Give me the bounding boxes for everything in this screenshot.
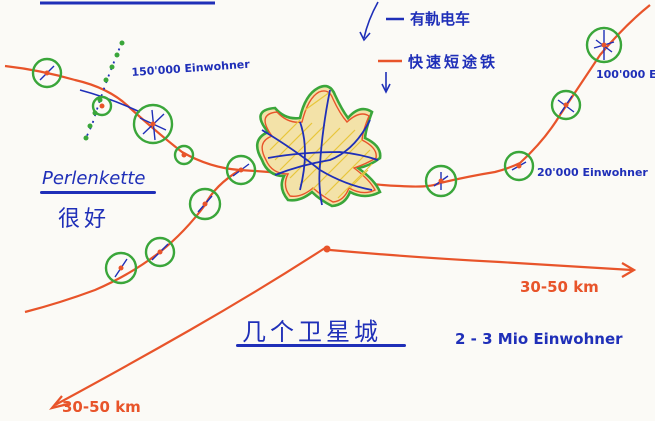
- label-satellite-cities: 几个卫星城: [242, 318, 382, 346]
- perlenkette-underline: [40, 191, 156, 194]
- distance-line-right: [329, 248, 633, 272]
- metropolis-outline: [255, 84, 382, 208]
- legend-arrowhead-2: [381, 83, 391, 94]
- metro-origin-dot: [323, 245, 331, 253]
- label-perlenkette: Perlenkette: [42, 168, 146, 189]
- label-distance-right: 30-50 km: [520, 278, 599, 296]
- northwest-crossing-line: [79, 89, 141, 113]
- metropolis-hatching: [269, 91, 373, 199]
- satellite-cities-underline: [236, 344, 406, 347]
- legend-express-label: 快速短途铁: [408, 53, 499, 71]
- label-metro-population: 2 - 3 Mio Einwohner: [455, 330, 623, 348]
- satellite-town-stations: [44, 42, 607, 271]
- distance-arrowhead-left: [48, 395, 69, 410]
- legend-arrowhead-1: [359, 31, 371, 42]
- metropolis-tram-lines: [261, 89, 379, 206]
- northwest-stops: [83, 40, 125, 141]
- label-distance-left: 30-50 km: [62, 398, 141, 416]
- distance-arrowhead-right: [621, 262, 637, 278]
- distance-line-left: [54, 247, 326, 406]
- label-100k-inhabitants: 100'000 E: [596, 68, 655, 81]
- satellite-towns: [31, 26, 623, 285]
- legend-arrow-1: [363, 1, 379, 39]
- legend-tram-label: 有軌电车: [410, 10, 471, 28]
- northwest-blue-line: [84, 41, 123, 141]
- label-perlenkette-cn: 很好: [58, 207, 111, 232]
- label-20k-inhabitants: 20'000 Einwohner: [537, 166, 648, 179]
